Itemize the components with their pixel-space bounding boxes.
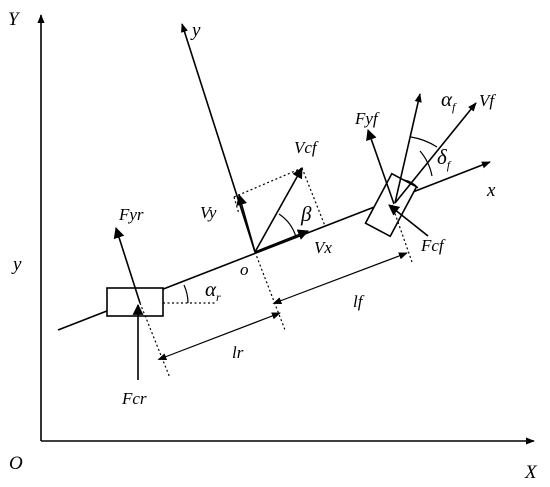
delta-f-subscript: f [447,158,452,172]
body-y-axis [181,23,256,253]
beta-arc [278,213,297,238]
fyr-arrow [113,226,141,304]
vf-label: Vf [479,91,496,110]
wheel-heading-arrow [394,93,422,204]
y-position-label: y [11,254,22,275]
fyf-label: Fyf [354,109,380,128]
alpha-f-subscript: f [452,100,457,114]
fcf-label: Fcf [420,236,446,255]
vcf-dotted-right [301,167,326,227]
rear-wheel [106,287,164,317]
vcf-arrow [254,167,303,253]
delta-f-label: δf [437,145,452,172]
lf-label: lf [353,292,365,311]
body-y-label: y [190,20,201,41]
cg-label: o [240,260,249,279]
vcf-dotted-left [233,196,240,215]
delta-f-arc [419,150,433,177]
front-dimension-guide [391,204,413,263]
vx-arrow [254,229,310,253]
vy-label: Vy [200,203,217,222]
alpha-f-arc [410,136,438,148]
cg-dimension-guide [254,251,286,331]
vf-arrow [394,102,477,204]
alpha-f-label: αf [441,87,457,114]
delta-f-symbol: δ [437,145,448,169]
alpha-r-arc [183,284,189,304]
vcf-dotted-top [233,167,303,198]
beta-label: β [300,202,312,226]
body-x-label: x [486,180,496,201]
front-lower-arc [403,179,419,189]
vcf-label: Vcf [294,138,319,157]
origin-label: O [9,453,23,474]
alpha-r-label: αr [205,277,221,304]
front-wheel [364,172,418,238]
vx-label: Vx [314,238,332,257]
alpha-r-symbol: α [205,277,217,301]
alpha-r-subscript: r [216,290,221,304]
global-y-label: Y [8,9,21,30]
lr-dimension-arrow [157,312,281,361]
fyr-label: Fyr [118,205,144,224]
lr-label: lr [232,343,244,362]
vy-arrow [236,193,256,253]
fcr-label: Fcr [121,389,147,408]
fcf-arrow [388,204,429,237]
lf-dimension-arrow [272,252,408,305]
global-x-label: X [524,462,538,483]
alpha-f-symbol: α [441,87,453,111]
fyf-arrow [366,128,395,205]
